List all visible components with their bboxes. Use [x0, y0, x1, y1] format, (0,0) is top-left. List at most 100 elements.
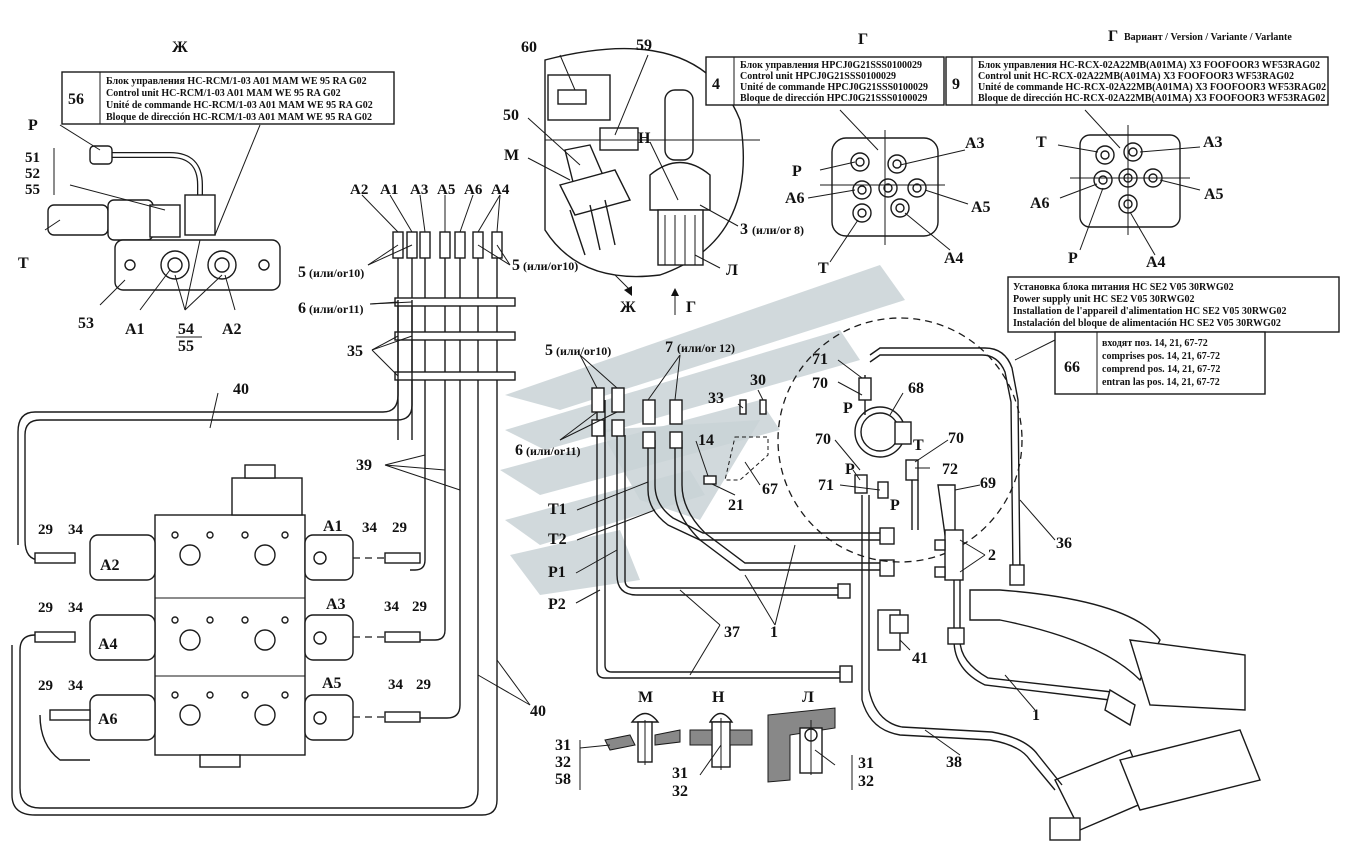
- center-5: 5: [545, 342, 553, 359]
- joystick-or8: (или/or 8): [752, 223, 804, 237]
- view-g1-a5: A5: [971, 199, 991, 216]
- view-g1-line-1: Блок управления HPCJ0G21SSS0100029: [740, 60, 922, 71]
- view-zh-a2: A2: [222, 321, 242, 338]
- view-g2-line-4: Bloque de dirección HC-RCX-02A22MB(A01MA…: [978, 93, 1325, 104]
- right-1: 1: [1032, 707, 1040, 724]
- joystick-n: H: [638, 130, 651, 147]
- right-36: 36: [1056, 535, 1072, 552]
- top-port-a5: A5: [437, 182, 455, 198]
- view-g1-a3: A3: [965, 135, 985, 152]
- detail-m-title: M: [638, 689, 653, 706]
- center-or12: (или/or 12): [677, 341, 735, 355]
- right-68: 68: [908, 380, 924, 397]
- right-71b: 71: [818, 477, 834, 494]
- top-port-a6: A6: [464, 182, 483, 198]
- joystick-3: 3: [740, 221, 748, 238]
- r1-34b: 34: [362, 520, 378, 536]
- power-ref: 66: [1064, 359, 1080, 376]
- view-g1-line-2: Control unit HPCJ0G21SSS0100029: [740, 71, 896, 82]
- center-or10: (или/or10): [556, 344, 611, 358]
- view-zh-52: 52: [25, 166, 40, 182]
- joystick-60: 60: [521, 39, 537, 56]
- r3-34a: 34: [68, 678, 84, 694]
- r1-34a: 34: [68, 522, 84, 538]
- center-t2: T2: [548, 531, 567, 548]
- view-zh: Ж 56 Блок управления HC-RCM/1-03 A01 MAM…: [18, 39, 395, 355]
- power-inc-4: entran las pos. 14, 21, 67-72: [1102, 377, 1220, 388]
- r2-a3: A3: [326, 596, 346, 613]
- vb-or11: (или/or11): [309, 302, 364, 316]
- vb-39: 39: [356, 457, 372, 474]
- r1-29b: 29: [392, 520, 407, 536]
- view-zh-53: 53: [78, 315, 94, 332]
- power-unit-box: Установка блока питания HC SE2 V05 30RWG…: [1007, 276, 1340, 395]
- view-g2-a5: A5: [1204, 186, 1224, 203]
- joystick-l: Л: [726, 262, 738, 279]
- r2-29a: 29: [38, 600, 53, 616]
- top-port-a3: A3: [410, 182, 428, 198]
- view-g1-title: Г: [858, 31, 868, 48]
- valve-block-assembly: A2 A1 A3 A5 A6 A4 5 (или/or10) 5 (или/or…: [11, 182, 578, 816]
- view-g2-a6: A6: [1030, 195, 1050, 212]
- detail-m-58: 58: [555, 771, 571, 788]
- view-g2-a3: A3: [1203, 134, 1223, 151]
- right-71a: 71: [812, 351, 828, 368]
- detail-l-title: Л: [802, 689, 814, 706]
- center-33: 33: [708, 390, 724, 407]
- center-21: 21: [728, 497, 744, 514]
- view-g2-ref: 9: [952, 76, 960, 93]
- right-pa: P: [843, 400, 853, 417]
- vb-or10a: (или/or10): [309, 266, 364, 280]
- center-p1: P1: [548, 564, 566, 581]
- joystick-m: M: [504, 147, 519, 164]
- view-g2-a4: A4: [1146, 254, 1166, 271]
- center-hoses: 5 (или/or10) 7 (или/or 12) 6 (или/or11) …: [515, 339, 895, 683]
- detail-m-31: 31: [555, 737, 571, 754]
- joystick-view: 60 59 50 M H 3 (или/or 8) Л Ж Г: [503, 37, 804, 316]
- view-g2-p: P: [1068, 250, 1078, 267]
- r3-a6: A6: [98, 711, 118, 728]
- view-zh-a1: A1: [125, 321, 145, 338]
- detail-n-32: 32: [672, 783, 688, 800]
- view-g1-a4: A4: [944, 250, 964, 267]
- vb-6: 6: [298, 300, 306, 317]
- r3-a5: A5: [322, 675, 342, 692]
- detail-l-32: 32: [858, 773, 874, 790]
- power-inc-3: comprend pos. 14, 21, 67-72: [1102, 364, 1220, 375]
- view-g1-a6: A6: [785, 190, 805, 207]
- right-38: 38: [946, 754, 962, 771]
- r2-34b: 34: [384, 599, 400, 615]
- r2-34a: 34: [68, 600, 84, 616]
- power-line-4: Instalación del bloque de alimentación H…: [1013, 318, 1281, 329]
- view-g-9: Г Вариант / Version / Variante / Varlant…: [945, 28, 1329, 271]
- center-7: 7: [665, 339, 673, 356]
- power-unit-area: 71 70 P 68 70 T 70 P 72 71 P 69 2 36 41 …: [777, 317, 1261, 841]
- r2-a4: A4: [98, 636, 118, 653]
- view-g1-t: T: [818, 260, 829, 277]
- top-port-a2: A2: [350, 182, 368, 198]
- view-zh-ref: 56: [68, 91, 84, 108]
- right-70a: 70: [812, 375, 828, 392]
- power-line-2: Power supply unit HC SE2 V05 30RWG02: [1013, 294, 1195, 305]
- center-t1: T1: [548, 501, 567, 518]
- view-g1-line-3: Unité de commande HPCJ0G21SSS0100029: [740, 82, 928, 93]
- top-port-a4: A4: [491, 182, 510, 198]
- joystick-g: Г: [686, 299, 696, 316]
- joystick-50: 50: [503, 107, 519, 124]
- view-g2-line-2: Control unit HC-RCX-02A22MB(A01MA) X3 FO…: [978, 71, 1294, 82]
- vb-40b: 40: [530, 703, 546, 720]
- view-g1-line-4: Bloque de dirección HPCJ0G21SSS0100029: [740, 93, 927, 104]
- r2-29b: 29: [412, 599, 427, 615]
- center-or11: (или/or11): [526, 444, 581, 458]
- view-g2-title: Г: [1108, 28, 1118, 45]
- r1-29a: 29: [38, 522, 53, 538]
- right-70c: 70: [948, 430, 964, 447]
- detail-views: M 31 32 58 H 31 32 Л 31 32: [555, 689, 874, 800]
- view-zh-55a: 55: [25, 182, 40, 198]
- right-69: 69: [980, 475, 996, 492]
- center-67: 67: [762, 481, 778, 498]
- detail-n-title: H: [712, 689, 725, 706]
- view-g2-line-1: Блок управления HC-RCX-02A22MB(A01MA) X3…: [978, 60, 1320, 71]
- view-zh-51: 51: [25, 150, 40, 166]
